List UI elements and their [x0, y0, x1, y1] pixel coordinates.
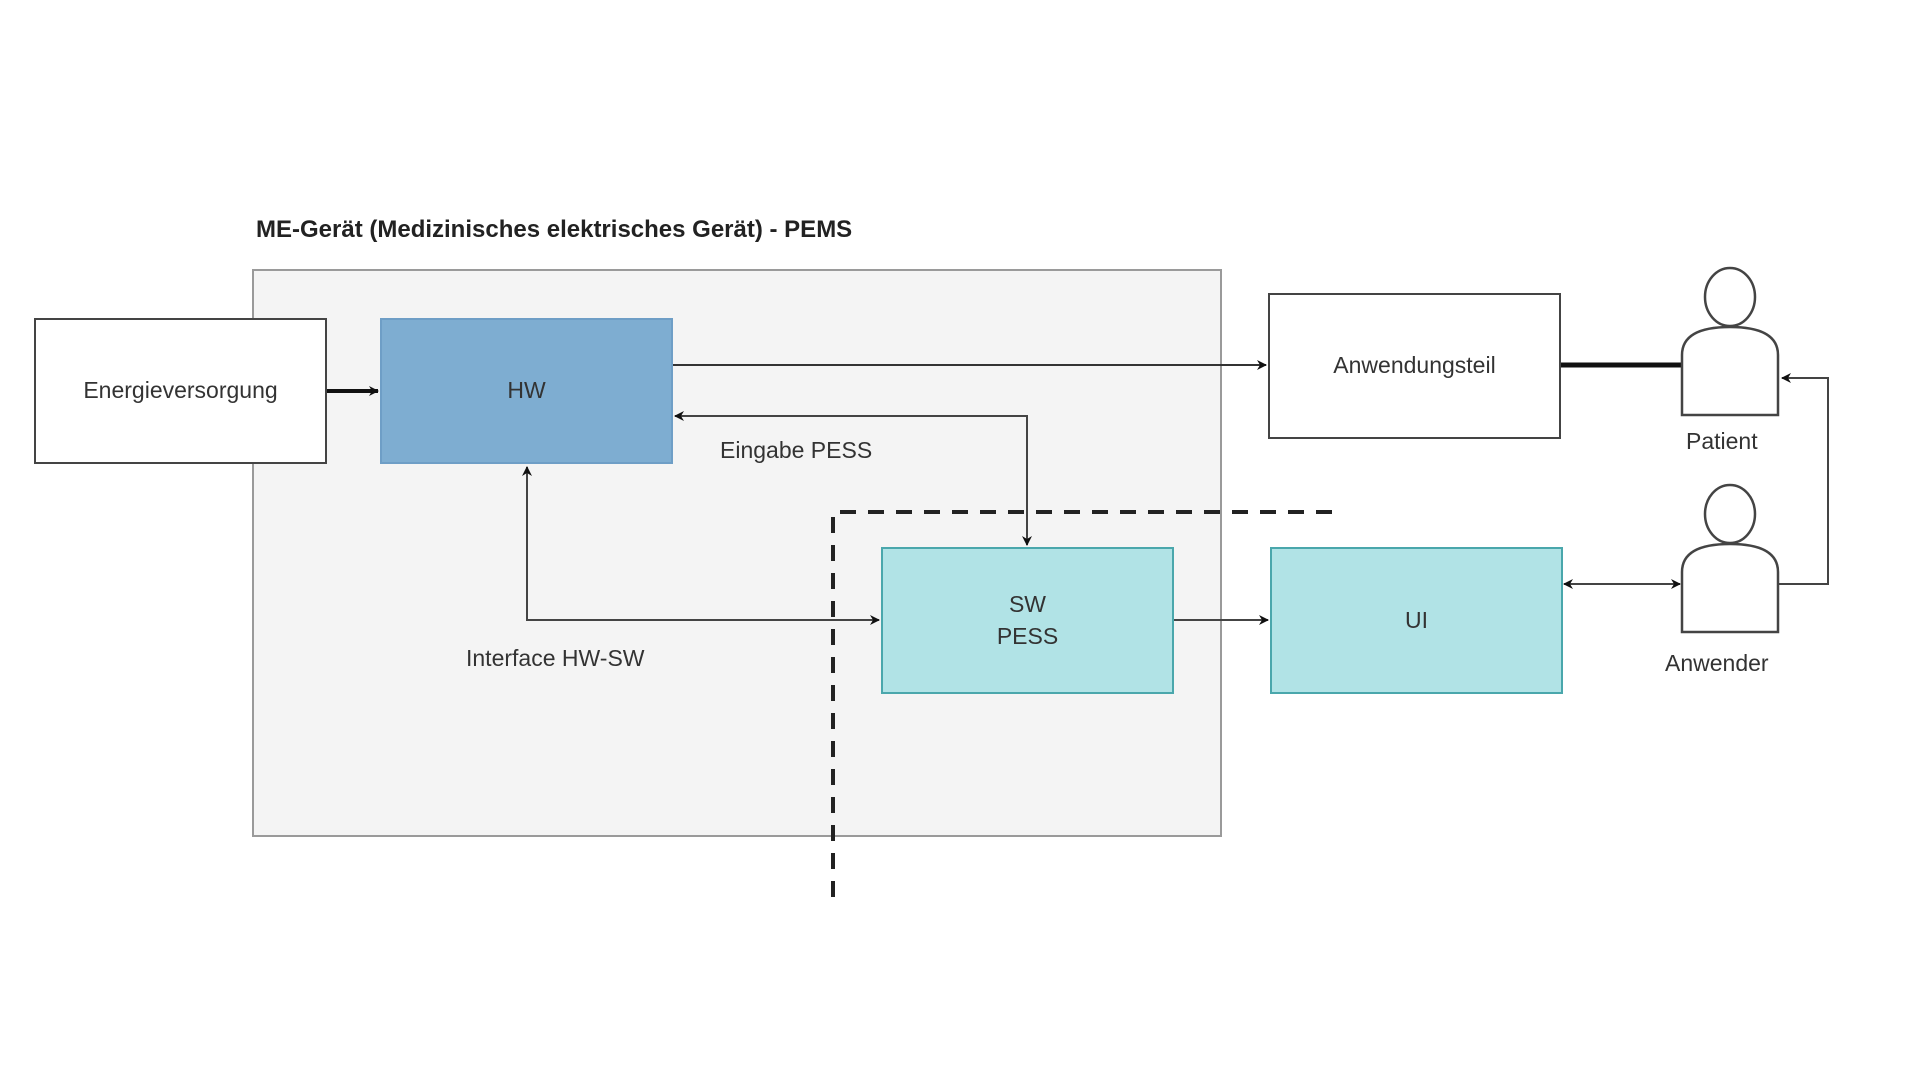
edge-label-eingabe-pess: Eingabe PESS — [720, 437, 873, 463]
node-sw-label: SW — [1008, 591, 1047, 618]
node-energieversorgung: Energieversorgung — [34, 318, 327, 464]
node-hw: HW — [380, 318, 673, 464]
diagram-title: ME-Gerät (Medizinisches elektrisches Ger… — [256, 216, 853, 243]
anwender-actor-icon — [1680, 483, 1780, 634]
edge-anwender-patient — [1778, 373, 1829, 585]
patient-actor-icon — [1680, 266, 1780, 417]
node-energieversorgung-label: Energieversorgung — [83, 377, 278, 404]
actor-label-patient: Patient — [1686, 428, 1758, 454]
edge-interface-hw-sw — [522, 466, 880, 625]
node-ui-label: UI — [1405, 606, 1428, 633]
node-sw-pess: SW PESS — [881, 547, 1174, 694]
node-pess-label: PESS — [996, 622, 1059, 649]
edge-eingabe-pess — [674, 411, 1032, 546]
node-anwendungsteil-label: Anwendungsteil — [1333, 352, 1496, 379]
edge-label-interface-hw-sw: Interface HW-SW — [466, 645, 645, 671]
node-ui: UI — [1270, 547, 1563, 694]
actor-label-anwender: Anwender — [1665, 650, 1769, 676]
node-hw-label: HW — [507, 377, 546, 404]
node-anwendungsteil: Anwendungsteil — [1268, 293, 1561, 439]
